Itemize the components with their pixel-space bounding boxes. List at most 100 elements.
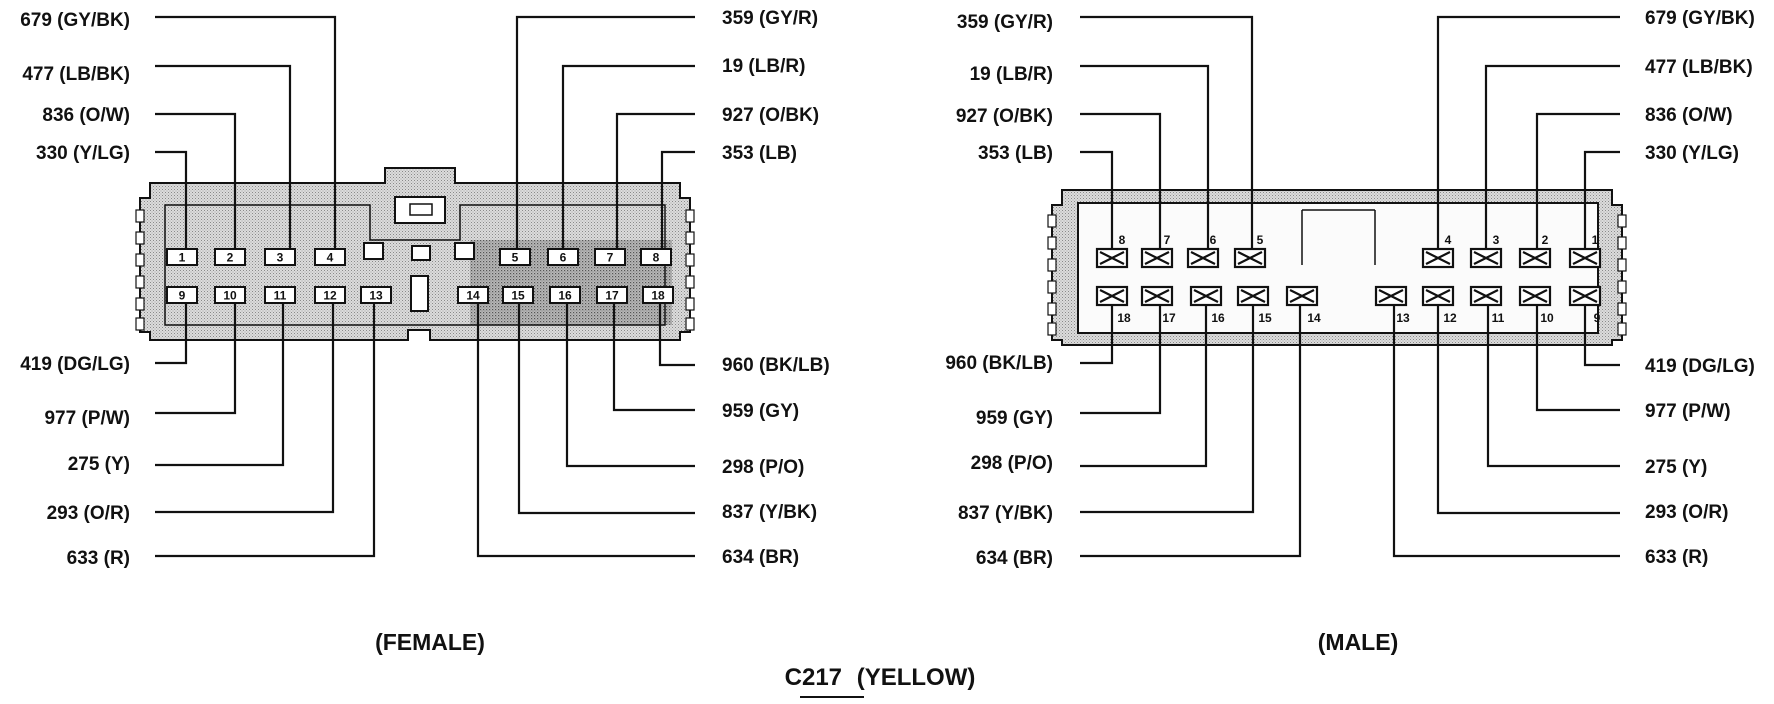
female-pin-number: 9 [179,289,186,303]
leader-line [1583,305,1620,367]
rib [135,209,145,223]
female-wire-label-17: 959 (GY) [722,401,799,422]
leader-lines [155,15,1620,558]
female-pin-cavity: 3 [264,248,296,266]
male-pin-terminal: 2 [1518,233,1552,269]
male-labels: 359 (GY/R) 19 (LB/R) 927 (O/BK) 353 (LB)… [945,8,1755,569]
male-wire-label-5: 359 (GY/R) [957,12,1053,33]
male-pin-terminal: 3 [1469,233,1503,269]
rib [1617,258,1627,272]
male-wire-label-14: 634 (BR) [976,548,1053,569]
male-wire-label-11: 275 (Y) [1645,457,1707,478]
female-pin-number: 17 [605,289,619,303]
leader-line [1080,305,1162,415]
male-pin-terminal: 6 [1186,233,1220,269]
connector-id: C217 [785,664,842,691]
female-pin-number: 10 [223,289,237,303]
rib [1047,302,1057,316]
female-wire-label-4: 679 (GY/BK) [20,10,130,31]
leader-line [1535,112,1620,250]
female-pin-cavity: 5 [499,248,531,266]
male-wire-label-16: 298 (P/O) [971,453,1053,474]
male-wire-label-13: 633 (R) [1645,547,1708,568]
male-pin-number: 15 [1258,311,1272,325]
rib [135,275,145,289]
leader-line [1080,112,1162,250]
female-wire-label-1: 330 (Y/LG) [36,143,130,164]
connector-title: C217 (YELLOW) [785,664,976,691]
leader-line [1436,15,1620,250]
male-pin-number: 12 [1443,311,1457,325]
male-pin-number: 14 [1307,311,1321,325]
male-wire-label-10: 977 (P/W) [1645,401,1731,422]
female-wire-label-5: 359 (GY/R) [722,8,818,29]
male-wire-label-4: 679 (GY/BK) [1645,8,1755,29]
leader-line [155,150,188,250]
leader-line [658,303,695,367]
female-pin-number: 3 [277,251,284,265]
female-pin-number: 4 [327,251,334,265]
rib [1617,302,1627,316]
rib [135,231,145,245]
leader-line [612,303,695,412]
female-wire-label-16: 298 (P/O) [722,457,804,478]
female-pin-number: 2 [227,251,234,265]
female-pin-number: 12 [323,289,337,303]
female-wire-label-13: 633 (R) [67,548,130,569]
leader-line [515,15,695,250]
female-wire-label-11: 275 (Y) [68,454,130,475]
male-wire-label-12: 293 (O/R) [1645,502,1728,523]
leader-line [155,303,188,365]
female-keyway [454,242,475,260]
female-wire-label-7: 927 (O/BK) [722,105,819,126]
male-pin-number: 2 [1542,233,1549,247]
female-side-ribs [135,209,695,331]
male-wire-label-6: 19 (LB/R) [970,64,1053,85]
female-pin-cavity: 13 [360,286,392,304]
leader-line [1080,305,1114,365]
female-labels: 679 (GY/BK) 477 (LB/BK) 836 (O/W) 330 (Y… [20,8,830,569]
male-pin-number: 3 [1493,233,1500,247]
male-wire-label-18: 960 (BK/LB) [945,353,1053,374]
rib [135,297,145,311]
rib [685,231,695,245]
rib [1047,280,1057,294]
rib [1617,214,1627,228]
rib [135,253,145,267]
leader-line [1583,150,1620,250]
leader-line [561,64,695,250]
leader-line [155,64,292,250]
male-pin-number: 13 [1396,311,1410,325]
leader-line [1080,305,1302,558]
male-side-ribs [1047,214,1627,336]
female-pin-number: 13 [369,289,383,303]
female-pin-number: 15 [511,289,525,303]
male-pin-terminal: 13 [1374,285,1410,325]
female-wire-label-15: 837 (Y/BK) [722,502,817,523]
rib [685,209,695,223]
female-wire-label-14: 634 (BR) [722,547,799,568]
leader-line [1436,305,1620,515]
leader-line [1535,305,1620,412]
female-pin-cavity: 6 [547,248,579,266]
leader-line [1486,305,1620,468]
female-pin-number: 7 [607,251,614,265]
leader-line [155,303,376,558]
leader-line [517,303,695,515]
male-wire-label-2: 836 (O/W) [1645,105,1733,126]
female-inner-frame [164,204,666,326]
rib [1617,236,1627,250]
leader-line [565,303,695,468]
male-pin-number: 6 [1210,233,1217,247]
male-pin-number: 5 [1257,233,1264,247]
female-pin-cavity: 12 [314,286,346,304]
male-wire-label-3: 477 (LB/BK) [1645,57,1753,78]
male-pin-terminal: 14 [1285,285,1321,325]
female-view-label: (FEMALE) [375,629,485,655]
leader-line [1080,305,1255,514]
male-pin-number: 16 [1211,311,1225,325]
female-pin-cavity: 17 [596,286,628,304]
female-wire-label-10: 977 (P/W) [44,408,130,429]
